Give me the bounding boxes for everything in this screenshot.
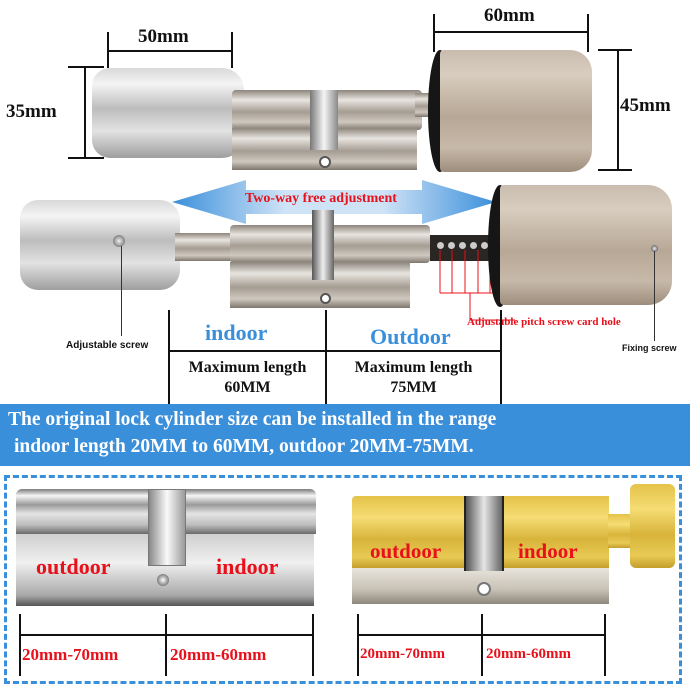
adjustable-screw-pointer: [121, 246, 122, 336]
indoor-label: indoor: [205, 320, 268, 345]
dim-45mm-line: [617, 50, 619, 170]
table-middle-divider: [325, 310, 327, 405]
banner-line-2: indoor length 20MM to 60MM, outdoor 20MM…: [14, 436, 474, 457]
large-bronze-knob: [440, 50, 592, 172]
example1-indoor-label: indoor: [216, 554, 279, 579]
adjustable-screw-head: [113, 235, 125, 247]
banner-line-1: The original lock cylinder size can be i…: [8, 409, 497, 430]
example2-indoor-label: indoor: [518, 539, 578, 563]
dim-60mm-line: [434, 31, 588, 33]
dim-45mm-label: 45mm: [620, 95, 671, 117]
brass-screw-hole: [477, 582, 491, 596]
example2-outdoor-label: outdoor: [370, 539, 442, 563]
example1-outdoor-label: outdoor: [36, 554, 111, 579]
dim-60mm-left-tick: [433, 14, 435, 52]
outdoor-max-length: Maximum length 75MM: [327, 358, 500, 398]
example1-tick-mid: [165, 614, 167, 676]
dim-60mm-label: 60mm: [484, 5, 535, 26]
adjustment-view: Two-way free adjustment Adjustable screw…: [0, 180, 690, 405]
example1-dim-line: [20, 634, 313, 636]
screw-hole: [319, 156, 331, 168]
left-silver-knob: [20, 200, 180, 290]
example2-outdoor-range: 20mm-70mm: [360, 646, 445, 662]
left-spindle: [175, 233, 235, 261]
cam-slot: [310, 90, 338, 150]
thumbturn-knob: [630, 484, 675, 568]
pitch-hole-label: Adjustable pitch screw card hole: [467, 316, 621, 328]
dim-35mm-line: [84, 67, 86, 158]
dim-45mm-top-tick: [598, 49, 632, 51]
pitch-hole: [481, 242, 488, 249]
example1-outdoor-range: 20mm-70mm: [22, 645, 119, 664]
pitch-hole: [459, 242, 466, 249]
dim-45mm-bottom-tick: [598, 169, 632, 171]
outdoor-max-value: 75MM: [390, 379, 437, 396]
middle-screw-hole: [320, 293, 331, 304]
dim-35mm-bottom-tick: [68, 157, 104, 159]
table-left-divider: [168, 310, 170, 405]
example-thumbturn-cylinder: outdoor indoor 20mm-70mm 20mm-60mm: [350, 484, 675, 679]
indoor-max-value: 60MM: [224, 379, 271, 396]
table-right-divider: [500, 310, 502, 405]
outdoor-label: Outdoor: [370, 324, 451, 349]
pitch-hole: [470, 242, 477, 249]
example2-tick-mid: [481, 614, 483, 676]
example1-tick-left: [19, 614, 21, 676]
pitch-hole: [437, 242, 444, 249]
chrome-screw-hole: [157, 574, 169, 586]
chrome-cam-window: [148, 489, 186, 566]
indoor-max-title: Maximum length: [188, 359, 307, 376]
small-silver-knob: [92, 68, 244, 158]
example-double-cylinder: outdoor indoor 20mm-70mm 20mm-60mm: [14, 484, 324, 679]
fixing-screw-label: Fixing screw: [622, 343, 677, 353]
example1-indoor-range: 20mm-60mm: [170, 645, 267, 664]
dim-50mm-label: 50mm: [138, 26, 189, 47]
right-bronze-knob: [500, 185, 672, 305]
table-header-rule: [168, 350, 502, 352]
dim-50mm-right-tick: [231, 32, 233, 68]
pitch-hole: [448, 242, 455, 249]
two-way-arrow-icon: [172, 180, 496, 224]
dim-35mm-label: 35mm: [6, 101, 57, 122]
examples-dashed-box: [4, 475, 682, 684]
example2-indoor-range: 20mm-60mm: [486, 646, 571, 662]
example2-tick-left: [357, 614, 359, 676]
dim-50mm-line: [108, 50, 232, 52]
example2-tick-right: [604, 614, 606, 676]
example2-dim-line: [358, 634, 605, 636]
outdoor-max-title: Maximum length: [354, 359, 473, 376]
fixing-screw-head: [651, 245, 658, 252]
install-range-banner: The original lock cylinder size can be i…: [0, 404, 690, 466]
dim-60mm-right-tick: [587, 14, 589, 52]
adjustable-screw-label: Adjustable screw: [66, 340, 149, 351]
brass-cam-ring: [464, 496, 504, 571]
indoor-max-length: Maximum length 60MM: [170, 358, 325, 398]
top-product-view: 50mm 35mm 60mm 45mm: [0, 0, 690, 180]
example1-tick-right: [312, 614, 314, 676]
fixing-screw-pointer: [654, 251, 655, 341]
dim-35mm-top-tick: [68, 66, 104, 68]
two-way-adjustment-label: Two-way free adjustment: [245, 191, 397, 206]
middle-cam: [312, 210, 334, 280]
